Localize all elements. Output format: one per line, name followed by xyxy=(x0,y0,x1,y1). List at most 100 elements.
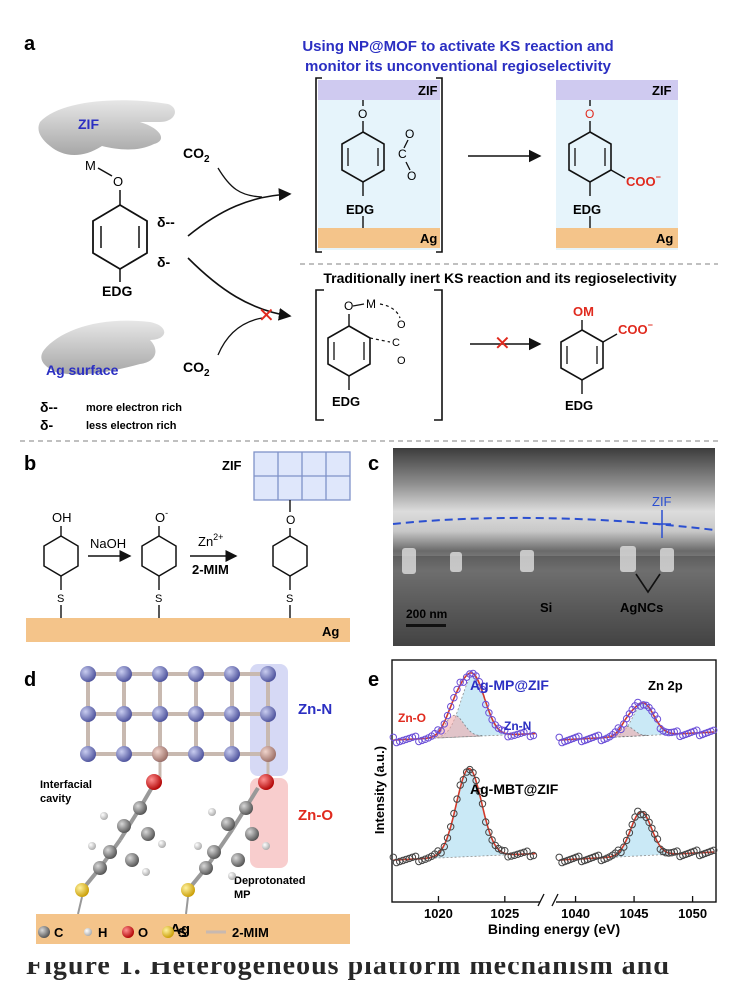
co2-o-bottom: O xyxy=(407,169,416,183)
zn-n-label: Zn-N xyxy=(298,701,332,718)
legend-label-h: H xyxy=(98,925,107,940)
ag-substrate-d xyxy=(36,914,350,944)
int2-o-label: O xyxy=(344,299,353,313)
b-o-label: O xyxy=(286,513,295,527)
panel-a: a Using NP@MOF to activate KS reaction a… xyxy=(24,33,718,433)
legend-atom-h xyxy=(84,928,92,936)
legend-atom-o xyxy=(122,926,134,938)
cavity-label-2: cavity xyxy=(40,793,72,805)
deprot-label-2: MP xyxy=(234,889,251,901)
int2-m-label: M xyxy=(366,297,376,311)
int-edg-label: EDG xyxy=(346,202,374,217)
x-tick-label: 1050 xyxy=(678,906,707,921)
panel-c: c ZIF AgNCs Si 200 nm xyxy=(368,448,715,646)
oh-label: OH xyxy=(52,510,72,525)
mim-label: 2-MIM xyxy=(192,562,229,577)
cavity-label-1: Interfacial xyxy=(40,779,92,791)
zif-hand-label: ZIF xyxy=(78,116,99,132)
bond xyxy=(370,338,390,342)
panel-b: b Ag OH S NaOH O- S Zn2+ 2-MIM ZIF xyxy=(24,452,350,642)
s-label-3: S xyxy=(286,593,293,605)
legend-less: less electron rich xyxy=(86,420,177,432)
x-tick-label: 1025 xyxy=(490,906,519,921)
panel-d: d Zn-N Zn-O Interfacial cavity Deprotona… xyxy=(24,664,350,944)
o-minus-label: O- xyxy=(155,508,168,525)
b-ring-1 xyxy=(44,536,78,576)
top-reaction-arrow xyxy=(188,194,290,236)
legend-more: more electron rich xyxy=(86,402,182,414)
zif-band-1-label: ZIF xyxy=(418,83,438,98)
panel-a-title-1: Using NP@MOF to activate KS reaction and xyxy=(302,38,613,55)
co2-top-label: CO2 xyxy=(183,145,210,165)
e-xlabel: Binding energy (eV) xyxy=(488,921,620,937)
legend-atom-c xyxy=(38,926,50,938)
delta-single-label: δ- xyxy=(157,254,170,270)
b-zif-grid xyxy=(254,452,350,500)
legend-atom-s xyxy=(162,926,174,938)
cross-mark-2: ✕ xyxy=(494,333,511,355)
co2-bottom-feed xyxy=(218,318,262,355)
bond xyxy=(353,304,364,306)
int2-edg-label: EDG xyxy=(332,394,360,409)
s-label-1: S xyxy=(57,593,64,605)
e-region: Zn 2p xyxy=(648,678,683,693)
metal-label: M xyxy=(85,158,96,173)
prod-edg-label: EDG xyxy=(573,202,601,217)
co2-bottom-label: CO2 xyxy=(183,359,210,379)
legend-label-s: S xyxy=(178,925,187,940)
figure-canvas: a Using NP@MOF to activate KS reaction a… xyxy=(0,0,737,945)
panel-c-letter: c xyxy=(368,453,379,475)
product-bg xyxy=(556,80,678,250)
deprot-label-1: Deprotonated xyxy=(234,875,306,887)
m-o-bond xyxy=(98,168,112,176)
top-hand-shape xyxy=(38,100,175,155)
bracket-right-2 xyxy=(434,290,442,420)
prod2-coo-label: COO− xyxy=(618,320,653,337)
prod2-edg-label: EDG xyxy=(565,398,593,413)
intermediate-bg xyxy=(318,80,440,250)
e-ylabel: Intensity (a.u.) xyxy=(372,746,387,834)
co2-c: C xyxy=(398,147,407,161)
int2-co2-o1: O xyxy=(397,319,406,331)
b-ring-2 xyxy=(142,536,176,576)
e-series-bottom: Ag-MBT@ZIF xyxy=(470,781,559,797)
zif-band-2-label: ZIF xyxy=(652,83,672,98)
ag-band-1-label: Ag xyxy=(420,231,437,246)
legend-label-o: O xyxy=(138,925,148,940)
b-ring-3 xyxy=(273,536,307,576)
panel-d-letter: d xyxy=(24,669,36,691)
panel-a-title-2: monitor its unconventional regioselectiv… xyxy=(305,58,612,75)
int2-co2-o2: O xyxy=(397,355,406,367)
e-series-top: Ag-MP@ZIF xyxy=(470,677,549,693)
naoh-label: NaOH xyxy=(90,536,126,551)
m-o-dashed xyxy=(380,304,400,318)
bond xyxy=(603,334,617,342)
zn-label: Zn2+ xyxy=(198,532,223,549)
int-o-label: O xyxy=(358,107,367,121)
e-zn-n-label: Zn-N xyxy=(504,719,531,733)
delta-double-label: δ-- xyxy=(157,214,175,230)
ag-band-2-label: Ag xyxy=(656,231,673,246)
panel-e-letter: e xyxy=(368,669,379,691)
oxygen-label: O xyxy=(113,174,123,189)
figure-caption: Figure 1. Heterogeneous platform mechani… xyxy=(26,950,670,982)
x-tick-label: 1040 xyxy=(561,906,590,921)
legend-delta-single: δ- xyxy=(40,417,53,433)
legend-label-c: C xyxy=(54,925,64,940)
om-label: OM xyxy=(573,304,594,319)
trad-title: Traditionally inert KS reaction and its … xyxy=(323,270,676,286)
prod-o-label: O xyxy=(585,107,594,121)
zif-lattice xyxy=(88,674,268,754)
ag-substrate-b xyxy=(26,618,350,642)
c-zif-label: ZIF xyxy=(652,494,672,509)
co2-top-feed xyxy=(218,168,262,197)
scale-label: 200 nm xyxy=(406,607,447,621)
legend-delta-double: δ-- xyxy=(40,399,58,415)
co2-o-top: O xyxy=(405,127,414,141)
bracket-left-2 xyxy=(316,290,324,420)
panel-b-letter: b xyxy=(24,453,36,475)
ag-surface-label: Ag surface xyxy=(46,362,119,378)
edg-label: EDG xyxy=(102,283,132,299)
x-tick-label: 1045 xyxy=(620,906,649,921)
